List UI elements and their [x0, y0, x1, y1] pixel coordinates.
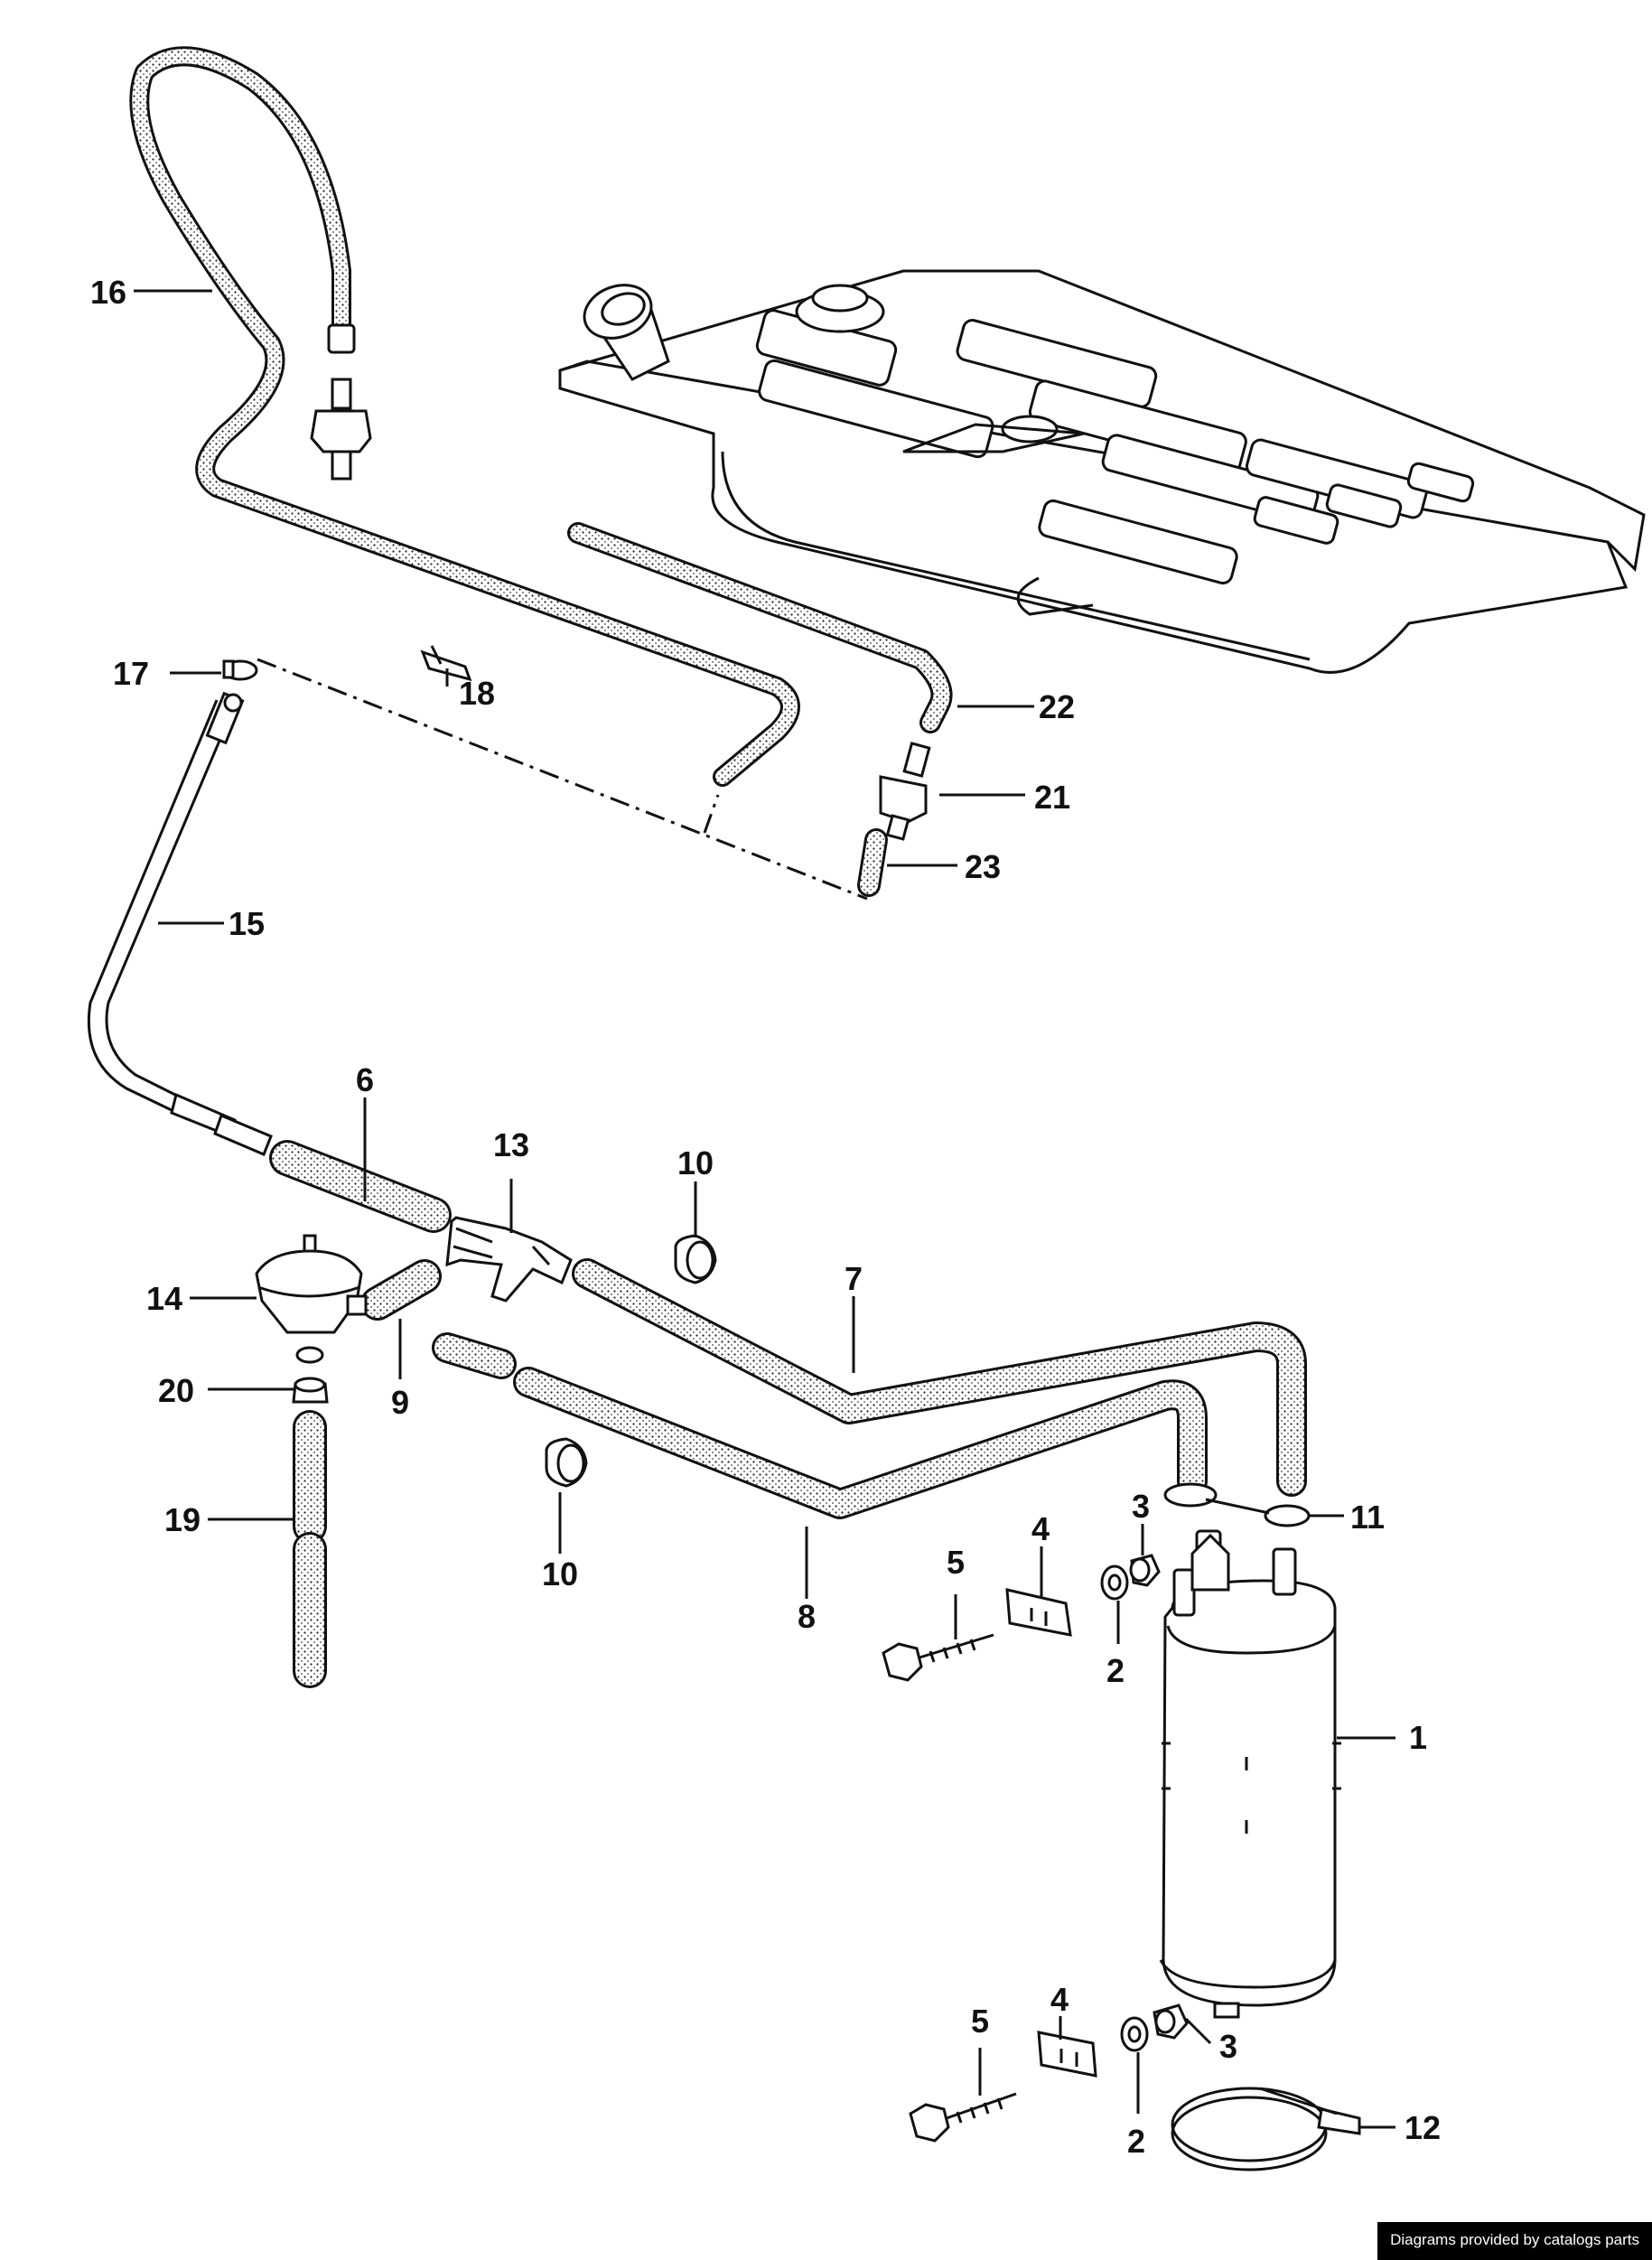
washer-2-upper: [1100, 1564, 1129, 1601]
callout-3: 3: [1219, 2028, 1237, 2065]
leader-lines: [134, 289, 1395, 2129]
callout-10: 10: [677, 1144, 714, 1181]
hose-8: [432, 1332, 1208, 1519]
callout-16: 16: [90, 274, 126, 311]
callout-20: 20: [158, 1372, 194, 1409]
callout-2: 2: [1106, 1652, 1125, 1689]
callout-13: 13: [493, 1126, 529, 1163]
spring-clip-11: [1163, 1482, 1311, 1527]
hose-6: [269, 1140, 452, 1233]
callout-23: 23: [965, 848, 1001, 885]
grommet-10-upper: [674, 1234, 717, 1284]
hose-16: [129, 46, 800, 787]
clip-4-lower: [1037, 2031, 1097, 2078]
callout-17: 17: [113, 655, 149, 692]
tee-fitting-13: [445, 1216, 573, 1303]
valve-14: [255, 1234, 368, 1364]
callout-2: 2: [1127, 2123, 1145, 2160]
callout-9: 9: [391, 1384, 409, 1421]
hose-23: [857, 828, 888, 897]
callout-19: 19: [164, 1501, 201, 1538]
callout-6: 6: [356, 1061, 374, 1098]
callout-1: 1: [1409, 1719, 1427, 1756]
callout-15: 15: [229, 905, 265, 942]
callout-10: 10: [542, 1555, 578, 1592]
nut-3-upper: [1129, 1554, 1161, 1587]
guide-line: [257, 658, 868, 901]
fuel-tank: [558, 269, 1646, 674]
charcoal-canister: [1159, 1529, 1341, 2019]
band-clamp-12: [1171, 2087, 1361, 2171]
callout-18: 18: [459, 675, 495, 712]
washer-2-lower: [1120, 2016, 1149, 2052]
screw-5-lower: [909, 2092, 1017, 2143]
callout-14: 14: [146, 1280, 182, 1317]
pipe-15: [87, 691, 273, 1156]
check-valve-21: [879, 742, 931, 841]
callout-5: 5: [971, 2003, 989, 2040]
callout-7: 7: [845, 1260, 863, 1297]
callout-8: 8: [798, 1598, 816, 1635]
check-valve-top: [310, 378, 372, 481]
callout-12: 12: [1405, 2109, 1441, 2146]
callout-22: 22: [1039, 688, 1075, 725]
callout-3: 3: [1132, 1488, 1150, 1525]
callout-11: 11: [1350, 1499, 1385, 1536]
hose-22: [567, 522, 953, 733]
hose-7: [572, 1258, 1307, 1497]
screw-5-upper: [882, 1633, 994, 1682]
credit-badge: Diagrams provided by catalogs parts: [1377, 2222, 1652, 2260]
grommet-10-lower: [545, 1437, 588, 1488]
callout-4: 4: [1050, 1981, 1069, 2018]
callout-21: 21: [1034, 779, 1070, 816]
callout-labels: 1 2 2 3 3 4 4 5 5 6 7 8 9 10 10 11 12 13…: [90, 274, 1441, 2160]
clip-4-upper: [1005, 1588, 1072, 1637]
nut-3-lower: [1153, 2003, 1189, 2040]
hose-9: [360, 1259, 442, 1321]
callout-5: 5: [947, 1544, 965, 1581]
callout-4: 4: [1031, 1510, 1050, 1547]
grommet-20: [292, 1377, 329, 1404]
hose-clamp-17: [222, 659, 258, 681]
clip-18: [420, 645, 472, 682]
